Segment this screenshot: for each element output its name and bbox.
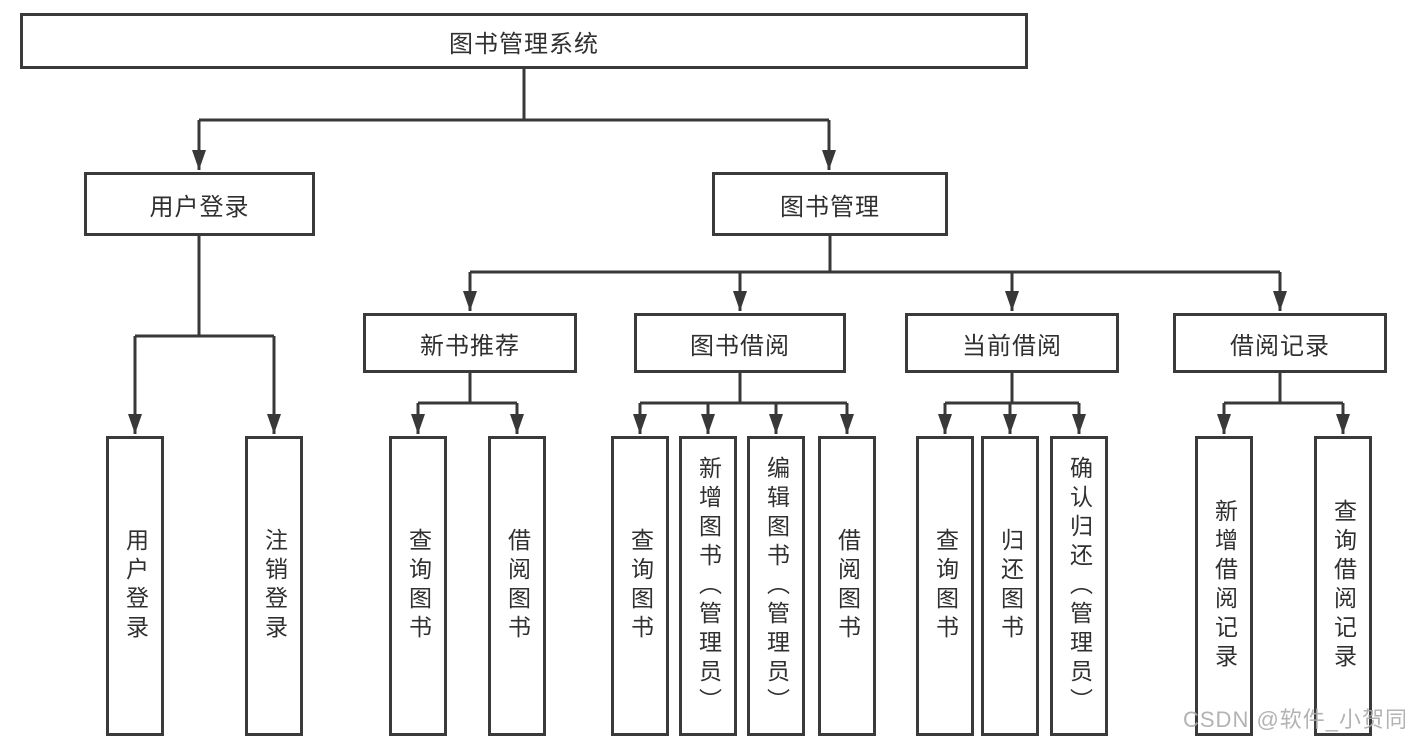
leaf-node-edit-books-admin: 编辑图书（管理员）	[747, 436, 805, 736]
leaf-label: 编辑图书（管理员）	[763, 455, 790, 717]
leaf-node-query-books-recommend: 查询图书	[389, 436, 447, 736]
node-new-book-recommend: 新书推荐	[363, 313, 577, 373]
leaf-node-query-borrow-record: 查询借阅记录	[1314, 436, 1372, 736]
node-root: 图书管理系统	[20, 13, 1028, 69]
leaf-node-borrow-books-recommend: 借阅图书	[488, 436, 546, 736]
node-book-borrow: 图书借阅	[634, 313, 846, 373]
leaf-node-confirm-return-admin: 确认归还（管理员）	[1050, 436, 1108, 736]
node-book-management: 图书管理	[712, 172, 948, 236]
node-current-borrow-label: 当前借阅	[962, 332, 1062, 360]
leaf-node-query-books-current: 查询图书	[916, 436, 974, 736]
leaf-label: 注销登录	[261, 528, 288, 644]
leaf-node-add-borrow-record: 新增借阅记录	[1195, 436, 1253, 736]
leaf-label: 查询图书	[405, 528, 432, 644]
leaf-label: 新增图书（管理员）	[695, 455, 722, 717]
leaf-label: 查询借阅记录	[1330, 499, 1357, 673]
leaf-label: 新增借阅记录	[1211, 499, 1238, 673]
node-current-borrow: 当前借阅	[905, 313, 1119, 373]
node-new-book-recommend-label: 新书推荐	[420, 332, 520, 360]
leaf-node-user-login: 用户登录	[106, 436, 164, 736]
node-book-borrow-label: 图书借阅	[690, 332, 790, 360]
leaf-node-query-books-borrow: 查询图书	[611, 436, 669, 736]
leaf-label: 归还图书	[997, 528, 1024, 644]
leaf-node-add-books-admin: 新增图书（管理员）	[679, 436, 737, 736]
leaf-label: 借阅图书	[834, 528, 861, 644]
node-borrow-records-label: 借阅记录	[1230, 332, 1330, 360]
node-root-label: 图书管理系统	[449, 30, 599, 58]
leaf-label: 查询图书	[627, 528, 654, 644]
node-user-login-label: 用户登录	[149, 193, 250, 221]
leaf-label: 查询图书	[932, 528, 959, 644]
node-borrow-records: 借阅记录	[1173, 313, 1387, 373]
leaf-node-borrow-books: 借阅图书	[818, 436, 876, 736]
leaf-label: 借阅图书	[504, 528, 531, 644]
leaf-label: 确认归还（管理员）	[1066, 455, 1093, 717]
leaf-node-logout: 注销登录	[245, 436, 303, 736]
leaf-label: 用户登录	[122, 528, 149, 644]
watermark-text: CSDN @软件_小贺同学	[1183, 707, 1405, 732]
node-user-login: 用户登录	[84, 172, 315, 236]
node-book-management-label: 图书管理	[780, 193, 880, 221]
leaf-node-return-books: 归还图书	[981, 436, 1039, 736]
